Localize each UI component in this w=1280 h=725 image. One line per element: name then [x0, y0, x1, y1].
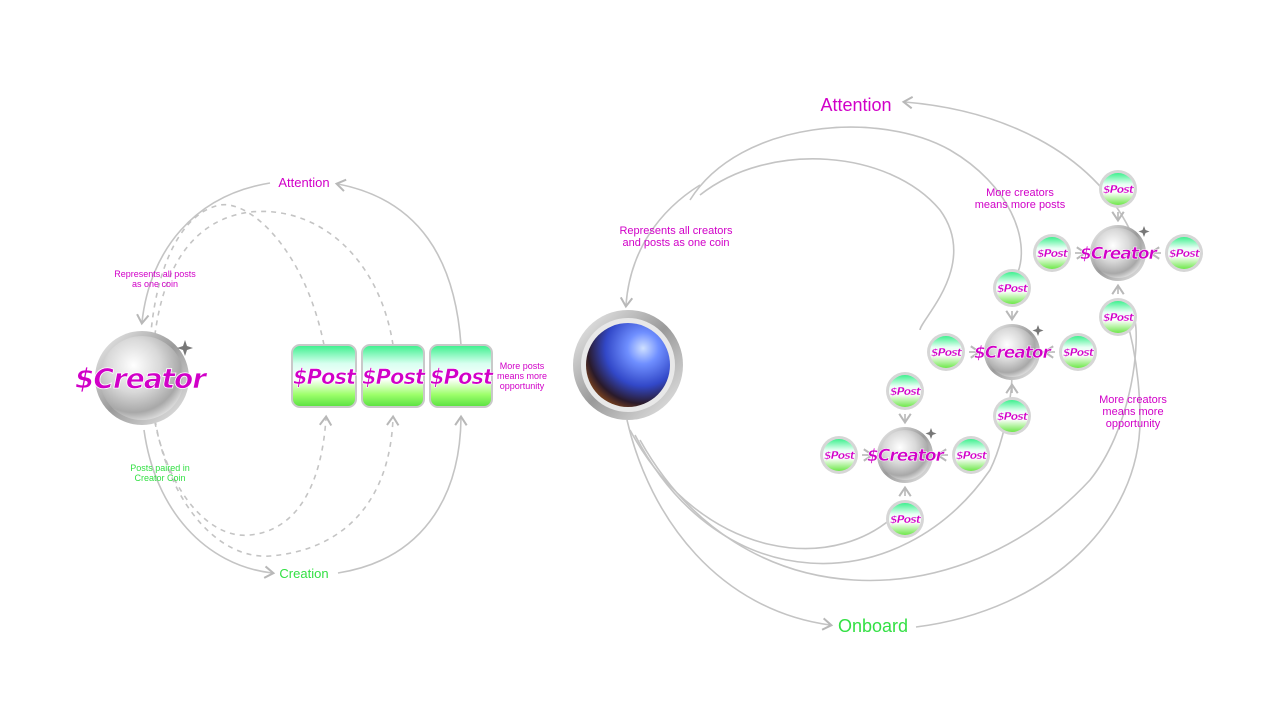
blue-sphere-icon — [573, 310, 683, 420]
left-paired-line1: Posts paired in — [130, 463, 190, 473]
right-more-posts-line2: means more posts — [975, 199, 1066, 211]
post-tile-label: $Post — [362, 365, 426, 389]
right-represents-line2: and posts as one coin — [622, 237, 729, 249]
post-coin: $Post — [993, 397, 1031, 435]
post-coin-label: $Post — [1037, 247, 1069, 260]
right-opportunity-line3: opportunity — [1106, 418, 1161, 430]
post-coin: $Post — [927, 333, 965, 371]
creator-coin-left: $Creator — [75, 331, 210, 425]
post-tile-label: $Post — [293, 365, 357, 389]
creator-cluster: $Post $Post $Post $Post $Creator — [820, 372, 990, 538]
hub-spoke-3 — [639, 319, 1137, 582]
right-attention-label: Attention — [820, 95, 891, 115]
post-coin-label: $Post — [1103, 311, 1135, 324]
post-coin-label: $Post — [890, 385, 922, 398]
creator-coin-label: $Creator — [974, 343, 1052, 363]
post-coin-label: $Post — [997, 410, 1029, 423]
dashed-loop-inner — [148, 203, 333, 537]
sparkle-icon — [925, 428, 937, 439]
hub-spoke-2 — [634, 376, 1013, 565]
arrow-creation-to-post — [337, 414, 468, 574]
post-coin-label: $Post — [1169, 247, 1201, 260]
creator-coin: $Creator — [1080, 225, 1160, 281]
post-coin-label: $Post — [824, 449, 856, 462]
post-coin-label: $Post — [931, 346, 963, 359]
post-coin: $Post — [1059, 333, 1097, 371]
post-tile: $Post — [291, 344, 358, 408]
right-cycle-paths — [619, 95, 1141, 631]
post-tile: $Post — [429, 344, 495, 408]
right-opportunity-line2: means more — [1102, 406, 1163, 418]
post-coin-label: $Post — [1103, 183, 1135, 196]
creator-cluster: $Post $Post $Post $Post $Creator — [1033, 170, 1203, 336]
left-more-posts-line1: More posts — [500, 361, 545, 371]
arrow-post-to-attention — [334, 178, 462, 346]
arrow-to-hub — [619, 184, 701, 309]
left-represents-line2: as one coin — [132, 279, 178, 289]
left-attention-label: Attention — [278, 175, 329, 190]
post-coin: $Post — [1099, 298, 1137, 336]
hub-spoke-1 — [629, 429, 906, 550]
arrow-attention-loop-outer — [689, 126, 1023, 273]
right-more-posts-line1: More creators — [986, 187, 1054, 199]
right-represents-line1: Represents all creators — [619, 225, 733, 237]
post-coin-label: $Post — [956, 449, 988, 462]
creator-coin-left-label: $Creator — [75, 362, 208, 395]
post-tile: $Post — [361, 344, 427, 408]
left-represents-line1: Represents all posts — [114, 269, 196, 279]
arrow-attention-loop-mid — [699, 158, 955, 331]
creator-coin-label: $Creator — [1080, 244, 1158, 264]
post-coin-label: $Post — [1063, 346, 1095, 359]
post-coin-label: $Post — [997, 282, 1029, 295]
post-tile-label: $Post — [430, 365, 494, 389]
left-more-posts-line3: opportunity — [500, 381, 545, 391]
arrow-onboard-to-top — [915, 309, 1141, 628]
arrow-creator-to-creation — [143, 429, 276, 579]
post-coin-label: $Post — [890, 513, 922, 526]
arrow-hub-to-onboard — [626, 419, 834, 631]
post-coin: $Post — [886, 372, 924, 410]
sparkle-icon — [1138, 226, 1150, 237]
post-coin: $Post — [1165, 234, 1203, 272]
creator-cluster: $Post $Post $Post $Post $Creator — [927, 269, 1097, 435]
post-coin: $Post — [993, 269, 1031, 307]
post-coin: $Post — [820, 436, 858, 474]
left-more-posts-line2: means more — [497, 371, 547, 381]
arrow-attention-to-creator — [136, 182, 271, 326]
creator-coin: $Creator — [867, 427, 947, 483]
left-creation-label: Creation — [279, 566, 328, 581]
post-tiles-left: $Post $Post $Post — [291, 344, 495, 408]
creator-coin-label: $Creator — [867, 446, 945, 466]
post-coin: $Post — [1099, 170, 1137, 208]
sparkle-icon — [1032, 325, 1044, 336]
left-paired-line2: Creator Coin — [134, 473, 185, 483]
sparkle-icon — [177, 340, 193, 356]
right-opportunity-line1: More creators — [1099, 394, 1167, 406]
creator-clusters: $Post$Post$Post$Post$Creator$Post$Post$P… — [820, 170, 1203, 538]
post-coin: $Post — [1033, 234, 1071, 272]
right-onboard-label: Onboard — [838, 616, 908, 636]
creator-coin: $Creator — [974, 324, 1054, 380]
post-coin: $Post — [886, 500, 924, 538]
post-coin: $Post — [952, 436, 990, 474]
